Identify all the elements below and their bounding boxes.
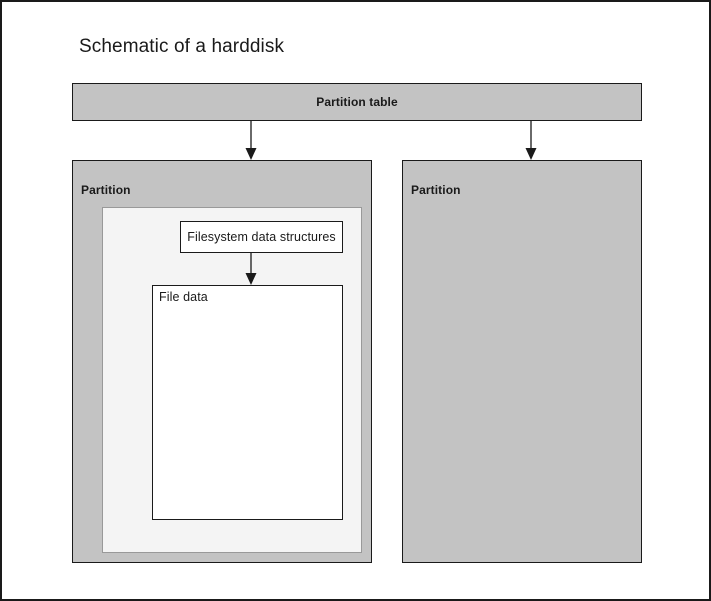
filesystem-data-structures-label: Filesystem data structures [187, 230, 336, 244]
partition-box-2[interactable]: Partition [402, 160, 642, 563]
file-data-box[interactable]: File data [152, 285, 343, 520]
arrow-partition-table-to-partition-1 [245, 121, 257, 160]
partition-table-box[interactable]: Partition table [72, 83, 642, 121]
partition-label: Partition [81, 183, 131, 197]
page-title: Schematic of a harddisk [79, 36, 285, 57]
filesystem-data-structures-box[interactable]: Filesystem data structures [180, 221, 343, 253]
partition-table-label: Partition table [316, 95, 398, 109]
arrow-filesystem-to-file-data [245, 253, 257, 285]
file-data-label: File data [159, 290, 208, 304]
arrow-partition-table-to-partition-2 [525, 121, 537, 160]
partition-label: Partition [411, 183, 461, 197]
